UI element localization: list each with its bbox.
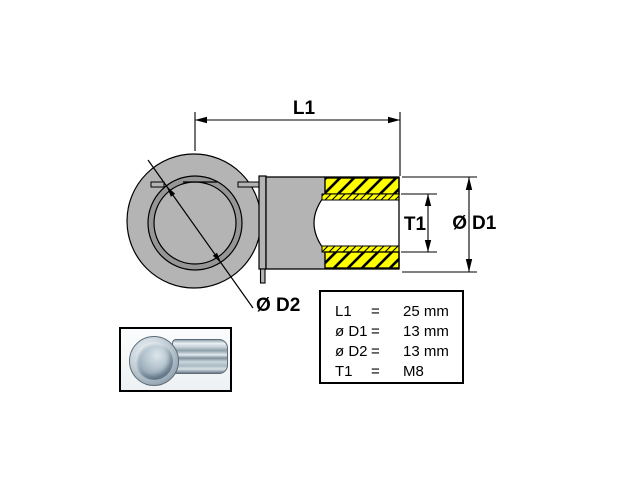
flange-bottom-tab (259, 268, 266, 284)
l1-label: L1 (293, 98, 316, 119)
dimension-l1: L1 (194, 98, 401, 176)
spec-value: 13 mm (403, 343, 449, 360)
thread-hatch-top (321, 177, 400, 201)
d1-label: D1 (472, 213, 497, 234)
spec-table: L1=25 mm ø D1=13 mm ø D2=13 mm T1=M8 (319, 290, 464, 384)
spec-eq: = (371, 303, 380, 320)
spec-eq: = (371, 363, 380, 380)
eye-ring-inner (153, 181, 237, 265)
cylinder-outline (265, 176, 400, 270)
t1-label: T1 (404, 214, 427, 235)
d1-diameter-symbol: Ø (452, 213, 467, 234)
cylinder-section (265, 176, 400, 270)
dimension-d2: Ø D2 (147, 159, 300, 316)
dimension-t1: T1 (401, 193, 437, 253)
photo-ball-dish (135, 342, 173, 380)
spec-value: 13 mm (403, 323, 449, 340)
d2-label: Ø D2 (256, 295, 300, 316)
spec-name: L1 (335, 303, 352, 320)
flange (258, 175, 267, 284)
spec-value: M8 (403, 363, 424, 380)
flange-bar (258, 175, 267, 270)
clip-left-tab (150, 181, 165, 188)
spec-row-d2: ø D2= 13 mm (335, 342, 462, 362)
spec-row-t1: T1 = M8 (335, 362, 462, 382)
bore-cavity (314, 194, 399, 252)
spec-name: ø D1 (335, 323, 368, 340)
spec-eq: = (371, 343, 380, 360)
spec-name: ø D2 (335, 343, 368, 360)
photo-ball-head (129, 336, 179, 386)
spec-eq: = (371, 323, 380, 340)
spec-name: T1 (335, 363, 353, 380)
ball-eye-front-view (126, 153, 262, 289)
spec-value: 25 mm (403, 303, 449, 320)
photo-barrel (172, 339, 228, 374)
clip-right-tab (237, 181, 260, 188)
spec-row-d1: ø D1= 13 mm (335, 322, 462, 342)
spec-row-l1: L1 = 25 mm (335, 302, 462, 322)
dimension-d1: Ø D1 (402, 176, 497, 273)
product-photo (119, 327, 232, 392)
thread-hatch-bottom (321, 245, 400, 269)
